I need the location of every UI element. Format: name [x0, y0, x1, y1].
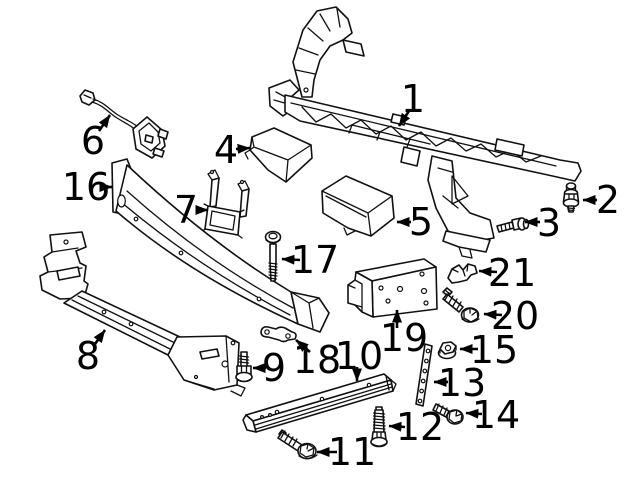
- part-lower-bumper-bar: [242, 373, 397, 433]
- callout-label-3-tapping-screw[interactable]: 3: [537, 201, 561, 245]
- callout-label-8-lower-support-crossmember[interactable]: 8: [76, 334, 100, 378]
- callout-label-18-connecting-link-plate[interactable]: 18: [293, 338, 341, 382]
- callout-label-9-flange-bolt-small[interactable]: 9: [262, 346, 286, 390]
- callout-label-21-retainer-clip[interactable]: 21: [488, 251, 536, 295]
- part-retainer-clip: [447, 263, 478, 284]
- callout-label-6-temperature-sensor-cable[interactable]: 6: [81, 119, 105, 163]
- callout-arrow-14[interactable]: [465, 408, 483, 419]
- callout-label-15-flange-nut[interactable]: 15: [470, 328, 518, 372]
- callout-arrow-21[interactable]: [478, 266, 498, 277]
- callout-label-11-flange-bolt-angled[interactable]: 11: [328, 430, 376, 474]
- callout-arrow-20[interactable]: [483, 309, 503, 320]
- part-air-duct-cover-left: [244, 127, 313, 183]
- callout-arrow-17[interactable]: [281, 254, 301, 265]
- callout-label-19-mounting-crash-box[interactable]: 19: [380, 316, 428, 360]
- part-washer-head-bolt: [442, 287, 480, 323]
- part-lower-support-crossmember: [39, 231, 246, 397]
- part-flange-nut: [437, 341, 457, 360]
- callout-label-17-long-hex-bolt[interactable]: 17: [291, 238, 339, 282]
- callout-label-10-lower-bumper-bar[interactable]: 10: [335, 334, 383, 378]
- part-connecting-link-plate: [260, 326, 297, 343]
- callout-label-16-bumper-impact-bar[interactable]: 16: [62, 165, 110, 209]
- part-radiator-core-support: [268, 6, 582, 259]
- callout-label-5-air-duct-cover-right[interactable]: 5: [409, 200, 433, 244]
- callout-label-12-flange-bolt-vertical[interactable]: 12: [396, 405, 444, 449]
- part-flange-bolt-angled: [277, 429, 318, 460]
- callout-label-20-washer-head-bolt[interactable]: 20: [491, 294, 539, 338]
- callout-label-4-air-duct-cover-left[interactable]: 4: [214, 128, 238, 172]
- callout-label-2-hex-flange-bolt[interactable]: 2: [596, 178, 620, 222]
- part-sensor-mounting-bracket: [200, 169, 250, 239]
- callout-label-14-flange-screw[interactable]: 14: [472, 393, 520, 437]
- part-temperature-sensor-cable: [79, 89, 169, 159]
- callout-label-13-perforated-link-strip[interactable]: 13: [438, 361, 486, 405]
- part-tapping-screw: [496, 217, 530, 233]
- part-long-hex-bolt: [264, 230, 282, 282]
- part-perforated-link-strip: [415, 343, 433, 407]
- callout-arrow-8[interactable]: [93, 329, 107, 345]
- callout-arrow-1[interactable]: [397, 110, 411, 127]
- callout-arrow-12[interactable]: [388, 421, 406, 432]
- part-flange-screw: [432, 403, 464, 425]
- part-hex-flange-bolt: [562, 182, 580, 213]
- callout-arrow-4[interactable]: [235, 143, 251, 154]
- callout-arrow-6[interactable]: [97, 114, 112, 132]
- part-flange-bolt-vertical: [370, 406, 388, 448]
- callout-label-1-radiator-core-support[interactable]: 1: [401, 77, 425, 121]
- part-mounting-crash-box: [347, 258, 438, 318]
- part-bumper-impact-bar: [111, 158, 330, 333]
- callout-label-7-sensor-mounting-bracket[interactable]: 7: [174, 188, 198, 232]
- part-flange-bolt-small: [235, 351, 253, 383]
- callout-arrow-18[interactable]: [295, 339, 311, 353]
- part-air-duct-cover-right: [321, 175, 395, 237]
